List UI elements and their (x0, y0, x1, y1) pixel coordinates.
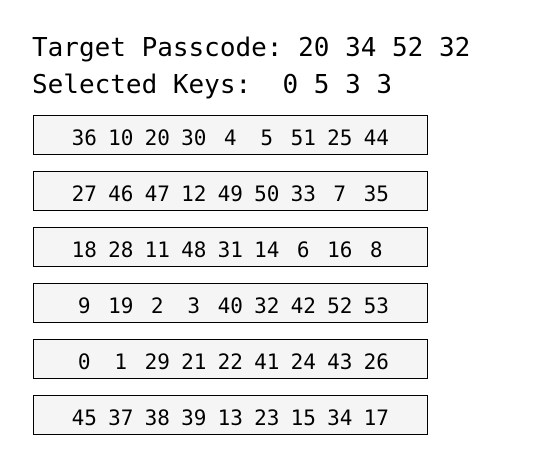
keypad-key[interactable]: 50 (254, 182, 280, 206)
keypad-key[interactable]: 42 (290, 294, 316, 318)
keypad-key[interactable]: 28 (108, 238, 134, 262)
keypad-key[interactable]: 52 (327, 294, 353, 318)
keypad-key[interactable]: 14 (254, 238, 280, 262)
keypad-key[interactable]: 21 (181, 350, 207, 374)
keypad-key[interactable]: 20 (144, 126, 170, 150)
keypad-key[interactable]: 32 (254, 294, 280, 318)
keypad-row: 27 46 47 12 49 50 33 7 35 (33, 171, 428, 211)
keypad-key[interactable]: 40 (217, 294, 243, 318)
keypad-key[interactable]: 23 (254, 406, 280, 430)
selected-keys-line: Selected Keys: 0 5 3 3 (32, 70, 392, 100)
keypad-key[interactable]: 41 (254, 350, 280, 374)
keypad-key[interactable]: 19 (108, 294, 134, 318)
keypad-key[interactable]: 18 (71, 238, 97, 262)
keypad-key[interactable]: 4 (223, 126, 237, 150)
keypad-key[interactable]: 17 (363, 406, 389, 430)
keypad-key[interactable]: 2 (150, 294, 164, 318)
keypad-key[interactable]: 9 (77, 294, 91, 318)
keypad-key[interactable]: 15 (290, 406, 316, 430)
keypad-key[interactable]: 12 (181, 182, 207, 206)
keypad-key[interactable]: 22 (217, 350, 243, 374)
keypad-key[interactable]: 45 (71, 406, 97, 430)
keypad-key[interactable]: 43 (327, 350, 353, 374)
target-passcode-label: Target Passcode: (32, 33, 283, 63)
keypad-key[interactable]: 38 (144, 406, 170, 430)
target-passcode-values: 20 34 52 32 (298, 33, 471, 63)
selected-keys-label: Selected Keys: (32, 70, 252, 100)
target-passcode-line: Target Passcode: 20 34 52 32 (32, 33, 470, 63)
keypad-key[interactable]: 6 (296, 238, 310, 262)
keypad-key[interactable]: 33 (290, 182, 316, 206)
keypad-key[interactable]: 30 (181, 126, 207, 150)
keypad-key[interactable]: 53 (363, 294, 389, 318)
keypad-row: 45 37 38 39 13 23 15 34 17 (33, 395, 428, 435)
keypad-key[interactable]: 37 (108, 406, 134, 430)
keypad-key[interactable]: 25 (327, 126, 353, 150)
keypad-key[interactable]: 46 (108, 182, 134, 206)
keypad-key[interactable]: 39 (181, 406, 207, 430)
keypad-key[interactable]: 35 (363, 182, 389, 206)
keypad-key[interactable]: 1 (114, 350, 128, 374)
selected-keys-values: 0 5 3 3 (282, 70, 393, 100)
keypad-row-keys: 18 28 11 48 31 14 6 16 8 (66, 238, 395, 262)
keypad-key[interactable]: 11 (144, 238, 170, 262)
keypad-key[interactable]: 31 (217, 238, 243, 262)
keypad-key[interactable]: 8 (369, 238, 383, 262)
keypad-key[interactable]: 34 (327, 406, 353, 430)
keypad-key[interactable]: 5 (260, 126, 274, 150)
keypad-key[interactable]: 10 (108, 126, 134, 150)
keypad-row-keys: 27 46 47 12 49 50 33 7 35 (66, 182, 395, 206)
keypad-key[interactable]: 29 (144, 350, 170, 374)
keypad-key[interactable]: 27 (71, 182, 97, 206)
keypad-key[interactable]: 26 (363, 350, 389, 374)
keypad-key[interactable]: 16 (327, 238, 353, 262)
keypad-key[interactable]: 0 (77, 350, 91, 374)
keypad-key[interactable]: 48 (181, 238, 207, 262)
keypad-key[interactable]: 36 (71, 126, 97, 150)
keypad-key[interactable]: 47 (144, 182, 170, 206)
keypad-key[interactable]: 13 (217, 406, 243, 430)
keypad-key[interactable]: 24 (290, 350, 316, 374)
keypad-key[interactable]: 49 (217, 182, 243, 206)
keypad-key[interactable]: 3 (187, 294, 201, 318)
keypad-row: 18 28 11 48 31 14 6 16 8 (33, 227, 428, 267)
keypad-key[interactable]: 44 (363, 126, 389, 150)
keypad-key[interactable]: 51 (290, 126, 316, 150)
keypad-row-keys: 45 37 38 39 13 23 15 34 17 (66, 406, 395, 430)
keypad-key[interactable]: 7 (333, 182, 347, 206)
